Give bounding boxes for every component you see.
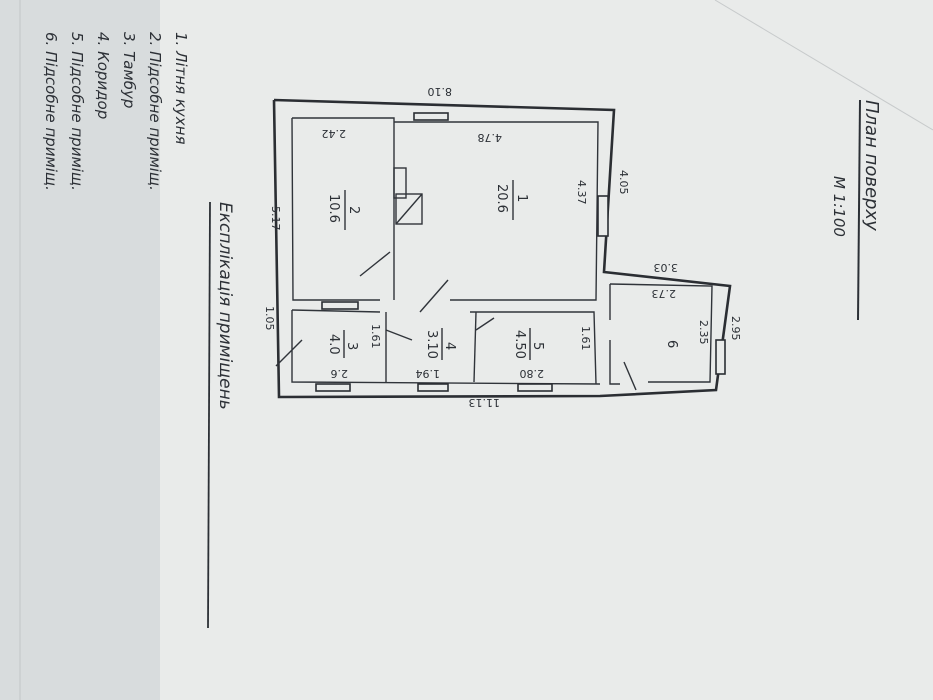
door-room6 — [623, 361, 637, 391]
room-labels: 1 20.6 2 10.6 3 4.0 4 3.10 5 4.50 6 — [326, 180, 679, 360]
room-3-number: 3 — [344, 342, 359, 350]
room-1-number: 1 — [514, 194, 529, 202]
legend-item-3: 3. Тамбур — [120, 32, 138, 108]
legend-item-2: 2. Підсобне приміщ. — [146, 32, 164, 191]
dim-room1-width: 4.78 — [478, 131, 503, 144]
dim-right-height: 4.05 — [617, 170, 630, 195]
room-4-label: 4 3.10 — [424, 328, 457, 360]
plan-title: План поверху — [861, 100, 882, 231]
plan-title-block: План поверху М 1:100 — [830, 99, 882, 321]
door-room4 — [385, 329, 413, 341]
legend-item-1: 1. Літня кухня — [172, 32, 190, 145]
room-3-label: 3 4.0 — [326, 330, 359, 358]
building-outline — [272, 98, 732, 399]
legend-heading: Експлікація приміщень — [215, 202, 235, 410]
window-right — [597, 195, 609, 237]
dim-room1-height: 4.37 — [575, 180, 588, 205]
window-room5 — [517, 383, 553, 392]
room-5-area: 4.50 — [512, 330, 527, 359]
doors — [275, 251, 637, 391]
room-5-label: 5 4.50 — [512, 328, 545, 360]
legend-item-5: 5. Підсобне приміщ. — [68, 32, 86, 191]
window-top — [413, 112, 449, 121]
window-room6 — [715, 339, 726, 375]
room-3-area: 4.0 — [326, 334, 341, 355]
chimney-block — [395, 193, 423, 225]
legend-item-6: 6. Підсобне приміщ. — [42, 32, 60, 191]
door-room1 — [419, 279, 449, 313]
dim-door-size: 1.05 — [263, 306, 276, 331]
dim-room5-depth: 1.61 — [579, 326, 592, 351]
legend-heading-block: Експлікація приміщень — [207, 201, 235, 629]
dim-annex-top: 3.03 — [654, 261, 679, 274]
room-2-area: 10.6 — [326, 194, 341, 223]
dim-room2-width: 2.42 — [322, 127, 347, 140]
legend-item-4: 4. Коридор — [94, 32, 112, 119]
legend-items: 1. Літня кухня 2. Підсобне приміщ. 3. Та… — [42, 32, 190, 191]
dim-annex-height-outer: 2.95 — [729, 316, 742, 341]
door-room3 — [275, 339, 303, 367]
room-4-area: 3.10 — [424, 330, 439, 359]
room-6-label: 6 — [664, 340, 679, 348]
window-room3 — [315, 383, 351, 392]
plan-scale: М 1:100 — [830, 176, 848, 237]
room-5-number: 5 — [530, 342, 545, 350]
dim-annex-inner: 2.73 — [652, 287, 677, 300]
window-room2 — [321, 301, 359, 310]
room-1-label: 1 20.6 — [494, 180, 529, 220]
dimension-labels: 8.10 11.13 5.17 2.42 4.78 4.37 4.05 3.03… — [263, 85, 742, 409]
door-room2 — [359, 251, 391, 277]
room-4-number: 4 — [442, 342, 457, 350]
windows — [315, 112, 726, 392]
room-1-area: 20.6 — [494, 184, 509, 213]
paper-shadow-left — [0, 0, 160, 700]
paper-edge — [714, 0, 933, 131]
dim-left-total: 5.17 — [269, 206, 282, 231]
dim-room3-depth: 1.61 — [369, 324, 382, 349]
dim-annex-height-inner: 2.35 — [697, 320, 710, 345]
stove-block — [393, 167, 407, 199]
dim-room4-width: 1.94 — [416, 367, 441, 380]
room-2-number: 2 — [346, 206, 361, 214]
door-room5 — [475, 317, 495, 331]
dim-top-total: 8.10 — [428, 85, 453, 98]
room-6-number: 6 — [664, 340, 679, 348]
room-2-label: 2 10.6 — [326, 190, 361, 230]
dim-room3-width: 2.6 — [331, 367, 349, 380]
dim-room5-width: 2.80 — [520, 367, 545, 380]
dim-bottom-total: 11.13 — [469, 396, 501, 409]
window-room4 — [417, 383, 449, 392]
